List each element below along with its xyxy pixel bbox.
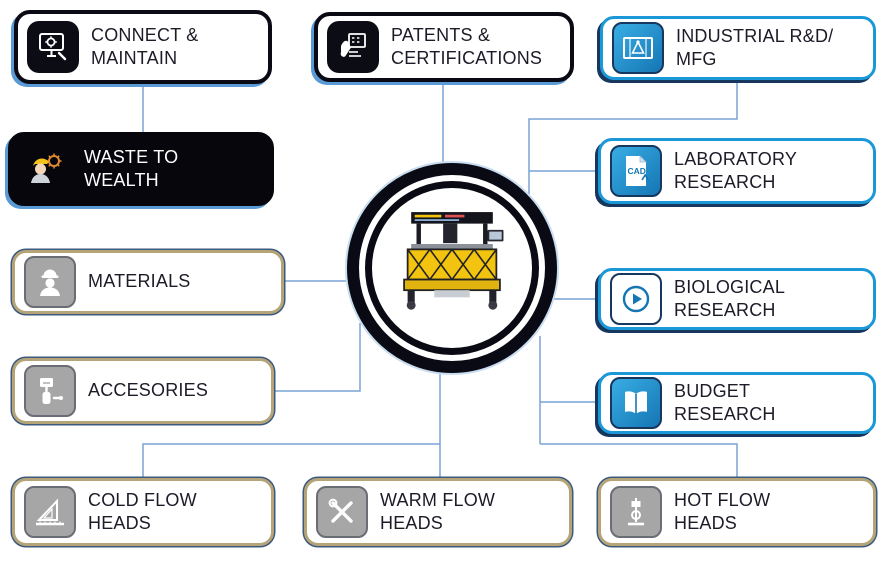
cad-file-icon: CAD [610,145,662,197]
certification-board-icon [327,21,379,73]
node-laboratory-research: CAD LABORATORY RESEARCH [598,138,876,204]
node-label: LABORATORY RESEARCH [674,148,798,192]
node-label: WASTE TO WEALTH [84,146,179,190]
node-accessories: ACCESORIES [12,358,274,424]
node-label: CONNECT & MAINTAIN [91,24,199,68]
blueprint-icon [612,22,664,74]
cad-icon-text: CAD [628,166,646,176]
connector-line [142,443,440,478]
node-biological-research: BIOLOGICAL RESEARCH [598,268,876,330]
connector-line [528,80,738,197]
robotic-arm-icon [24,365,76,417]
emblem-inner-ring [365,181,539,355]
node-waste-to-wealth: WASTE TO WEALTH [8,132,274,206]
extrusion-machine-illustration [403,212,504,310]
set-square-icon [24,486,76,538]
node-budget-research: BUDGET RESEARCH [598,372,876,434]
central-machine-hub [347,163,557,373]
connector-line [540,443,738,478]
node-label: HOT FLOW HEADS [674,489,771,533]
node-patents-certifications: PATENTS & CERTIFICATIONS [314,12,574,82]
node-hot-flow-heads: HOT FLOW HEADS [598,478,876,546]
node-industrial-rd-mfg: INDUSTRIAL R&D/ MFG [600,16,876,80]
node-label: BUDGET RESEARCH [674,380,776,424]
node-label: WARM FLOW HEADS [380,489,496,533]
node-materials: MATERIALS [12,250,284,314]
node-label: INDUSTRIAL R&D/ MFG [676,25,834,69]
worker-gears-icon [20,143,72,195]
lab-stand-icon [610,486,662,538]
node-label: ACCESORIES [88,380,209,401]
node-cold-flow-heads: COLD FLOW HEADS [12,478,274,546]
engineer-icon [24,256,76,308]
node-label: COLD FLOW HEADS [88,489,197,533]
node-warm-flow-heads: WARM FLOW HEADS [304,478,572,546]
play-circle-icon [610,273,662,325]
open-book-icon [610,377,662,429]
node-label: PATENTS & CERTIFICATIONS [391,24,543,68]
crossed-tools-icon [316,486,368,538]
connector-line [274,323,361,392]
node-label: BIOLOGICAL RESEARCH [674,276,786,320]
monitor-gear-icon [27,21,79,73]
node-connect-maintain: CONNECT & MAINTAIN [14,10,272,84]
node-label: MATERIALS [88,271,191,292]
